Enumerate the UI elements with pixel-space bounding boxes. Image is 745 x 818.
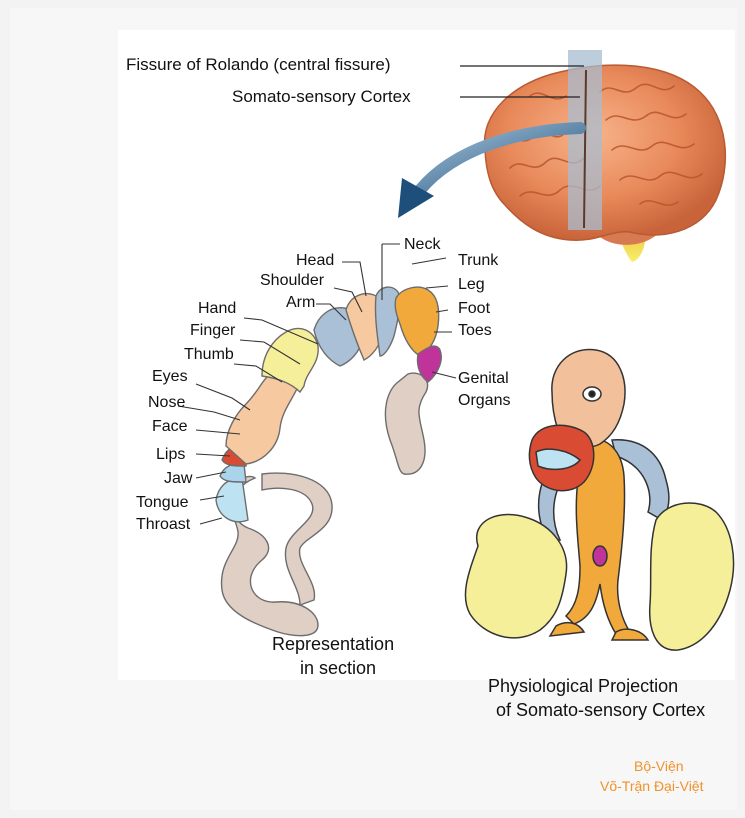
- homunculus-left-hand: [465, 514, 566, 637]
- caption-section-line1: Representation: [272, 632, 394, 656]
- label-face: Face: [152, 418, 188, 436]
- caption-section-line2: in section: [300, 656, 376, 680]
- label-somatosensory-cortex: Somato-sensory Cortex: [232, 88, 411, 106]
- label-neck: Neck: [404, 236, 440, 254]
- label-nose: Nose: [148, 394, 185, 412]
- label-thumb: Thumb: [184, 346, 234, 364]
- label-shoulder: Shoulder: [260, 272, 324, 290]
- homunculus-feet: [550, 623, 648, 640]
- label-genital: Genital: [458, 370, 509, 388]
- label-jaw: Jaw: [164, 470, 192, 488]
- caption-projection-line1: Physiological Projection: [488, 674, 678, 698]
- brain-illustration: [485, 50, 726, 262]
- homunculus-genital: [593, 546, 607, 566]
- caption-projection-line2: of Somato-sensory Cortex: [496, 698, 705, 722]
- region-throat: [216, 478, 248, 522]
- label-arm: Arm: [286, 294, 315, 312]
- credit-line1: Bộ-Viện: [634, 756, 684, 776]
- section-right-gyrus: [385, 373, 427, 474]
- label-fissure: Fissure of Rolando (central fissure): [126, 56, 391, 74]
- label-lips: Lips: [156, 446, 185, 464]
- homunculus-right-hand: [650, 503, 734, 650]
- label-finger: Finger: [190, 322, 235, 340]
- cortex-section: [216, 287, 441, 636]
- credit-line2: Võ-Trận Đại-Việt: [600, 776, 703, 796]
- label-throat: Throast: [136, 516, 190, 534]
- region-face: [226, 372, 300, 464]
- brain-hemisphere: [485, 65, 726, 240]
- label-eyes: Eyes: [152, 368, 188, 386]
- label-leg: Leg: [458, 276, 485, 294]
- label-hand: Hand: [198, 300, 236, 318]
- label-foot: Foot: [458, 300, 490, 318]
- label-toes: Toes: [458, 322, 492, 340]
- label-trunk: Trunk: [458, 252, 498, 270]
- label-tongue: Tongue: [136, 494, 189, 512]
- label-head: Head: [296, 252, 334, 270]
- label-organs: Organs: [458, 392, 510, 410]
